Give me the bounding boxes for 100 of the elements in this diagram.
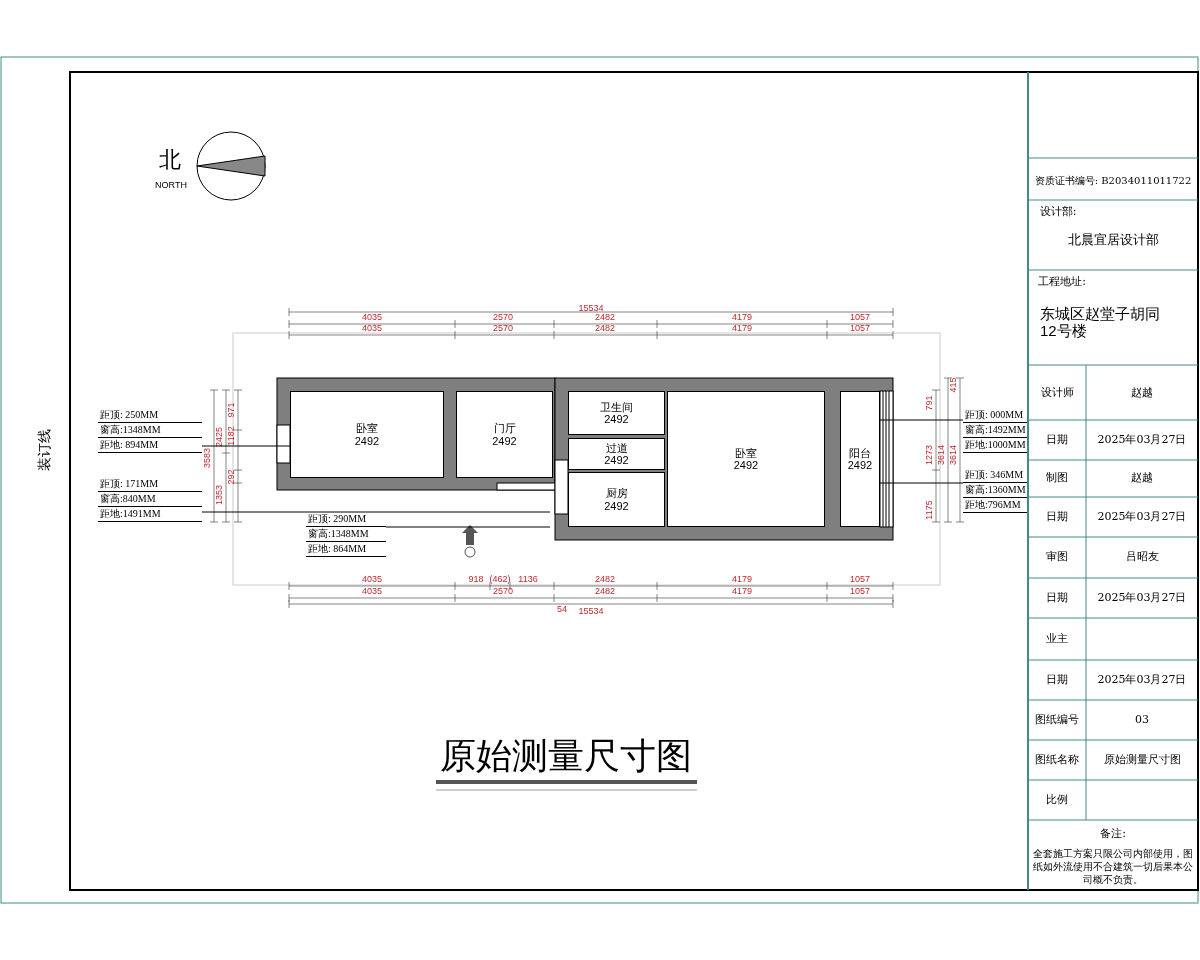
dimension-label: 4179 [732, 324, 752, 334]
dimension-label: 4035 [362, 587, 382, 597]
field-value: 赵越 [1131, 471, 1153, 485]
window-note-line: 距地: 894MM [98, 438, 202, 453]
leader-line [879, 419, 964, 421]
dimension-label: 1057 [850, 587, 870, 597]
field-value: 原始测量尺寸图 [1103, 753, 1181, 767]
room [290, 391, 444, 478]
field-value: 2025年03月27日 [1097, 433, 1187, 447]
elevation-label: 2492 [604, 499, 629, 512]
binding-line-label: 装订线 [37, 429, 53, 471]
dimension-label: 1136 [518, 575, 538, 585]
elevation-label: 2492 [354, 434, 380, 447]
leader-line [879, 482, 964, 484]
north-label: NORTH [155, 181, 187, 191]
dimension-label: 4179 [732, 575, 752, 585]
dimension-label: 415 [949, 377, 959, 393]
window-note-line: 窗高:1348MM [98, 423, 202, 438]
field-label: 备注: [1100, 827, 1126, 841]
window-note [963, 468, 1027, 511]
dimension-label: 791 [925, 395, 935, 411]
dimension-label: 1182 [227, 426, 237, 446]
field-label: 图纸名称 [1035, 753, 1079, 767]
elevation-label: 2492 [733, 459, 759, 472]
field-label: 比例 [1046, 793, 1068, 807]
north-label: 北 [159, 147, 181, 173]
field-label: 日期 [1046, 433, 1068, 447]
field-value: 2025年03月27日 [1097, 510, 1187, 524]
room [568, 472, 665, 527]
field-label: 制图 [1046, 471, 1068, 485]
dimension-label: 3583 [203, 448, 213, 468]
field-value: 赵越 [1131, 386, 1153, 400]
room [840, 391, 880, 527]
elevation-label: 2492 [847, 459, 873, 472]
room-name: 卧室 [356, 422, 378, 435]
elevation-label: 2492 [604, 454, 629, 467]
room [568, 391, 665, 435]
window-note [963, 408, 1027, 451]
window-note-line: 距地:1491MM [98, 507, 202, 522]
window-note-line: 窗高:840MM [98, 492, 202, 507]
elevation-label: 2492 [604, 413, 629, 426]
remark-text: 全套施工方案只限公司内部使用，图纸如外流使用不合建筑一切后果本公司概不负责。 [1032, 846, 1194, 886]
room-name: 卧室 [735, 446, 757, 459]
window-note-line: 距顶: 290MM [306, 512, 386, 527]
field-value: 03 [1135, 713, 1149, 727]
dimension-label: 2425 [215, 427, 225, 447]
field-label: 图纸编号 [1035, 713, 1079, 727]
room-name: 门厅 [493, 422, 516, 435]
dimension-label: 1057 [850, 575, 870, 585]
dimension-label: 4179 [732, 587, 752, 597]
field-label: 日期 [1046, 673, 1068, 687]
window-note-line: 距地: 864MM [306, 542, 386, 557]
field-label: 日期 [1046, 510, 1068, 524]
window-note-line: 窗高:1348MM [306, 527, 386, 542]
dimension-label: 2482 [595, 313, 615, 323]
field-value: 2025年03月27日 [1097, 591, 1187, 605]
dimension-label: 2482 [595, 587, 615, 597]
dimension-label: 1175 [925, 500, 935, 520]
dimension-label: 2570 [493, 313, 513, 323]
dimension-label: 1057 [850, 324, 870, 334]
dimension-label: 4035 [362, 313, 382, 323]
window-note [98, 477, 202, 520]
elevation-label: 2492 [492, 434, 517, 447]
dimension-label: 292 [227, 469, 237, 485]
drawing-title: 原始测量尺寸图 [440, 736, 692, 776]
room-name: 厨房 [605, 487, 628, 500]
field-value: 吕昭友 [1125, 550, 1159, 564]
room [568, 438, 665, 470]
room [667, 391, 825, 527]
dimension-label: 4179 [732, 313, 752, 323]
dimension-label: 2570 [493, 587, 513, 597]
dimension-label: 1273 [925, 445, 935, 465]
certificate-number: 资质证书编号: B2034011011722 [1034, 174, 1192, 186]
dimension-label: 918 [468, 575, 484, 585]
dimension-label: 15534 [578, 304, 604, 314]
dimension-label: 2482 [595, 575, 615, 585]
dimension-label: 4035 [362, 575, 382, 585]
window-note-line: 距顶: 000MM [963, 408, 1027, 423]
window-note-line: 窗高:1360MM [963, 483, 1027, 498]
window-note-line: 距顶: 250MM [98, 408, 202, 423]
window-note-line: 距顶: 346MM [963, 468, 1027, 483]
leader-line [201, 445, 291, 447]
dimension-label: (462) [489, 575, 511, 585]
dimension-label: 3614 [949, 445, 959, 465]
dimension-label: 4035 [362, 324, 382, 334]
room [456, 391, 553, 478]
leader-line [385, 526, 551, 528]
dimension-label: 15534 [578, 607, 604, 617]
dimension-label: 3614 [937, 445, 947, 465]
dimension-label: 971 [227, 402, 237, 418]
room-name: 阳台 [849, 446, 871, 459]
room-name: 过道 [605, 441, 628, 454]
leader-line [201, 511, 551, 513]
project-address: 东城区赵堂子胡同12号楼 [1040, 305, 1161, 339]
field-label: 设计师 [1040, 386, 1074, 400]
field-label: 业主 [1046, 632, 1068, 646]
window-note [306, 512, 386, 555]
dimension-label: 54 [557, 605, 567, 615]
window-note-line: 距地:1000MM [963, 438, 1027, 453]
window-note [98, 408, 202, 451]
